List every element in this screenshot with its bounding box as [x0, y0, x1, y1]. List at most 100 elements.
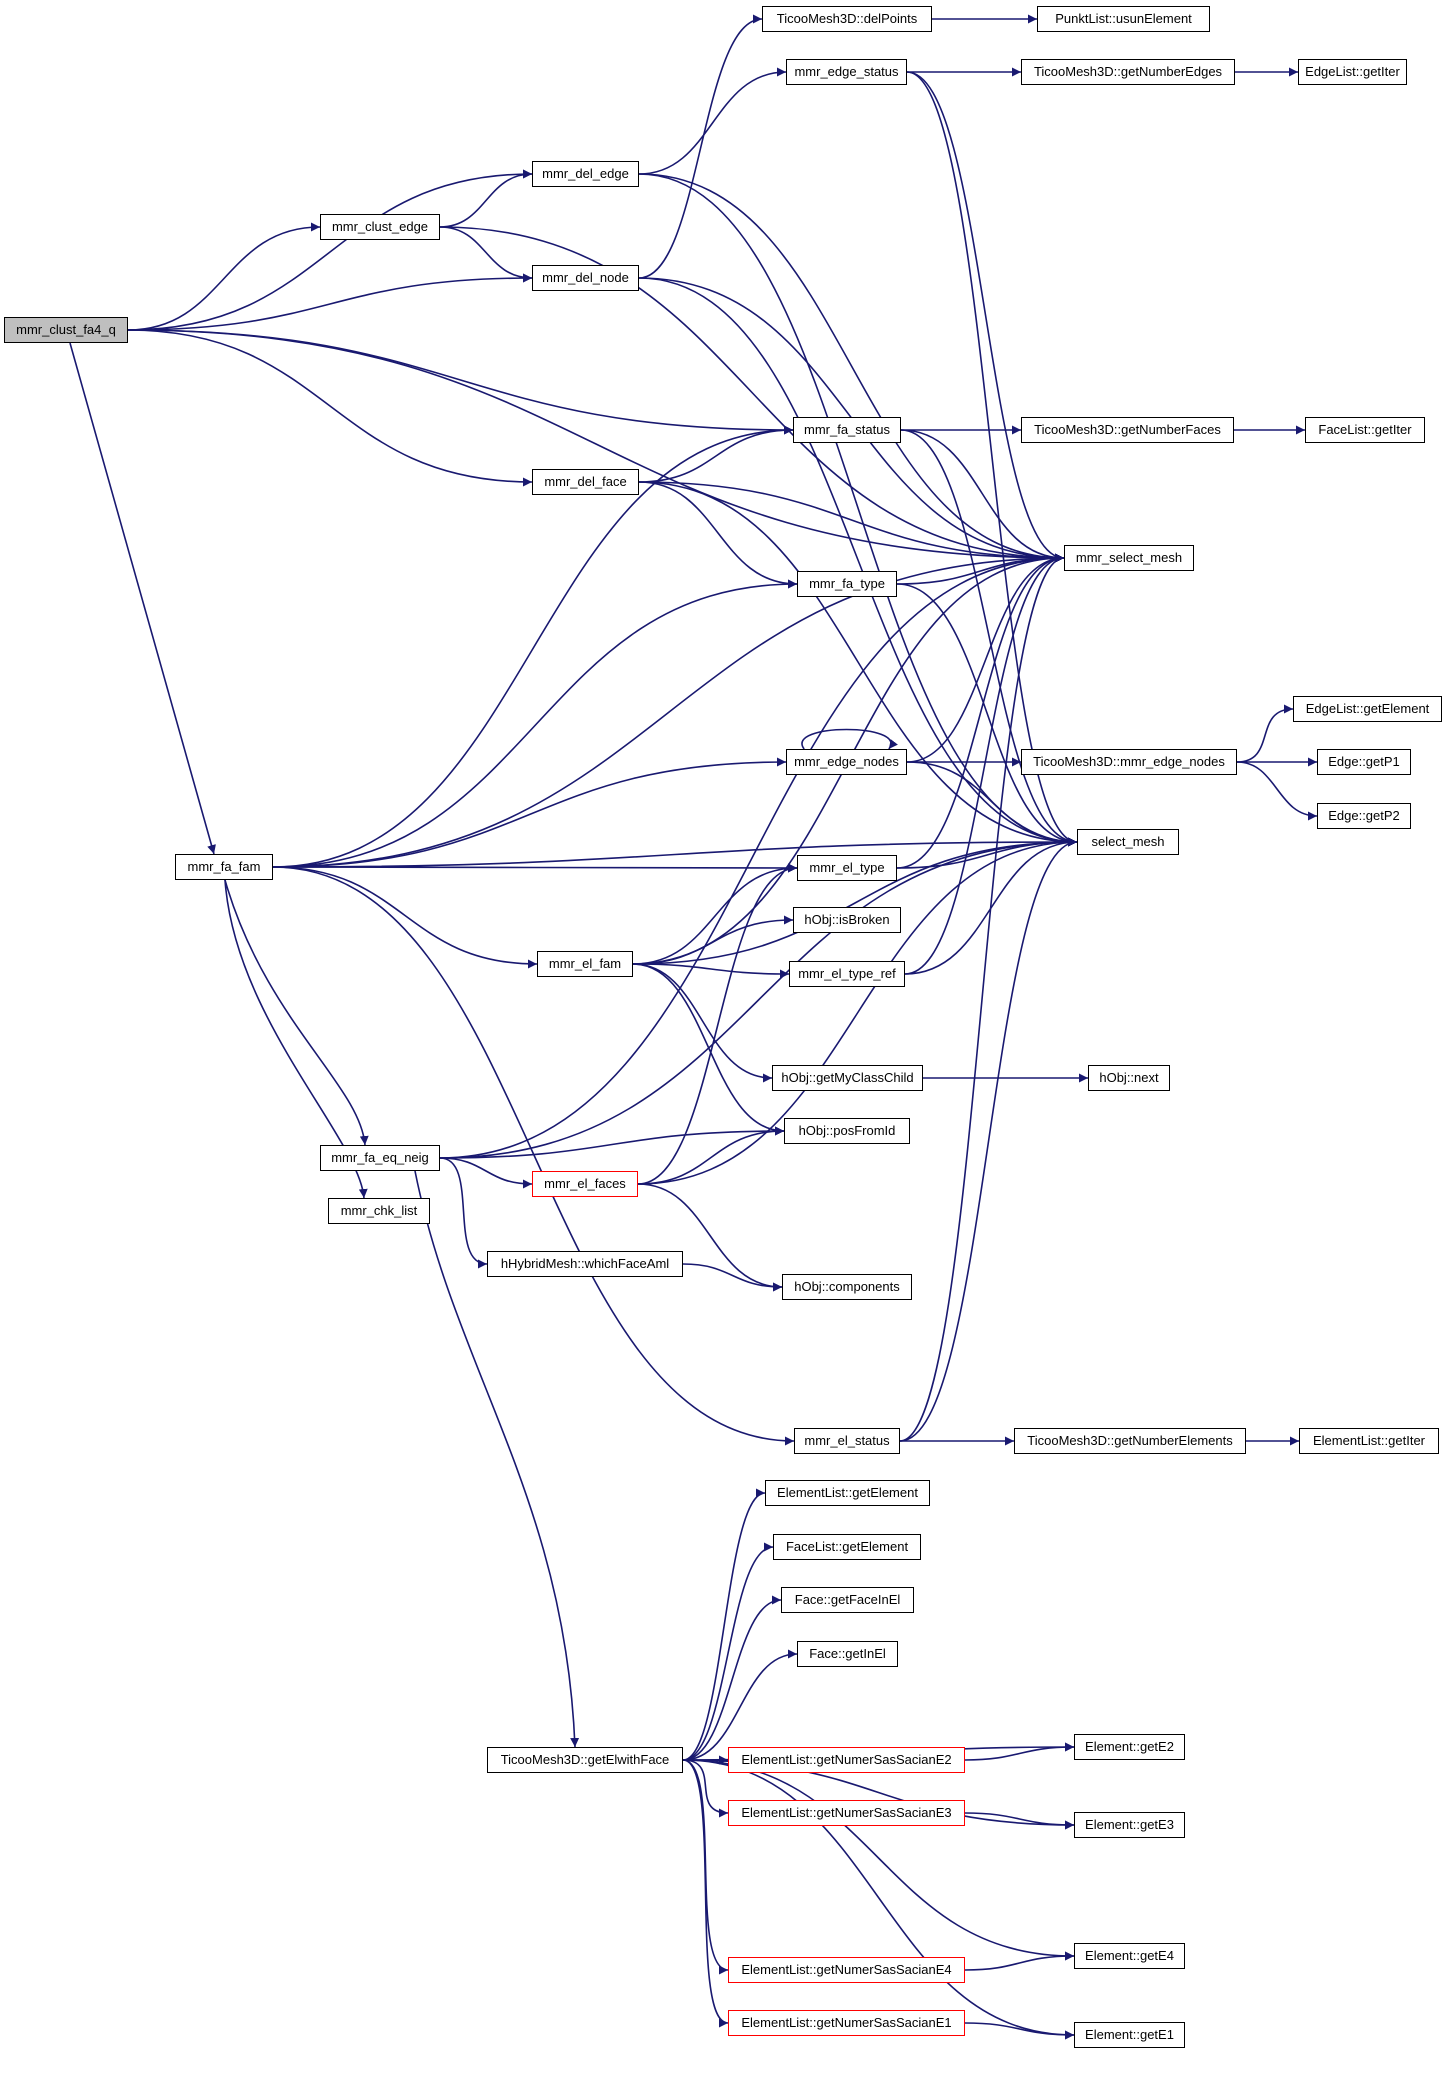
edge-el_status-to-select_mesh — [899, 837, 1078, 1442]
node-facelist-getiter[interactable]: FaceList::getIter — [1305, 417, 1425, 443]
edge-el_type-to-select_mesh_mmr — [896, 553, 1065, 869]
edge-whichFaceAml-to-components — [682, 1263, 783, 1292]
edge-fa_status-to-select_mesh — [900, 429, 1078, 847]
edge-clust_edge-to-del_edge — [439, 169, 533, 228]
node-whichfaceaml[interactable]: hHybridMesh::whichFaceAml — [487, 1251, 683, 1277]
node-del-face[interactable]: mmr_del_face — [532, 469, 639, 495]
edge-fa_eq_neig-to-el_faces — [439, 1157, 533, 1189]
node-clust-edge[interactable]: mmr_clust_edge — [320, 214, 440, 240]
node-sase4[interactable]: ElementList::getNumerSasSacianE4 — [728, 1957, 965, 1983]
edge-fa_fam-to-select_mesh — [272, 837, 1078, 868]
node-gete3[interactable]: Element::getE3 — [1074, 1812, 1185, 1838]
node-el-type-ref[interactable]: mmr_el_type_ref — [789, 961, 905, 987]
edge-el_type_ref-to-select_mesh_mmr — [904, 553, 1065, 975]
edge-getElwithFace-to-ElementList_getElement — [682, 1488, 766, 1761]
edge-el_fam-to-getMyClassChild — [632, 963, 773, 1083]
edge-fa_fam-to-fa_status — [272, 425, 794, 868]
node-components[interactable]: hObj::components — [782, 1274, 912, 1300]
node-chk-list[interactable]: mmr_chk_list — [328, 1198, 430, 1224]
edge-fa_eq_neig-to-getElwithFace — [414, 1170, 580, 1748]
node-clust-fa4[interactable]: mmr_clust_fa4_q — [4, 317, 128, 343]
edge-SasE2-to-getE2 — [964, 1742, 1075, 1761]
node-sase3[interactable]: ElementList::getNumerSasSacianE3 — [728, 1800, 965, 1826]
node-getnumberelements[interactable]: TicooMesh3D::getNumberElements — [1014, 1428, 1246, 1454]
edge-fa_fam-to-el_fam — [272, 866, 538, 969]
edge-edge_status-to-select_mesh — [906, 71, 1078, 847]
node-edgelist-getiter[interactable]: EdgeList::getIter — [1298, 59, 1407, 85]
edge-fa_fam-to-select_mesh_mmr — [272, 553, 1065, 868]
node-el-status[interactable]: mmr_el_status — [794, 1428, 900, 1454]
node-sase2[interactable]: ElementList::getNumerSasSacianE2 — [728, 1747, 965, 1773]
node-getp2[interactable]: Edge::getP2 — [1317, 803, 1411, 829]
node-getp1[interactable]: Edge::getP1 — [1317, 749, 1411, 775]
node-gete4[interactable]: Element::getE4 — [1074, 1943, 1185, 1969]
edge-fa_type-to-select_mesh — [896, 583, 1078, 847]
node-del-edge[interactable]: mmr_del_edge — [532, 161, 639, 187]
edge-clust_fa4-to-fa_fam — [69, 342, 216, 855]
node-getmyclasschild[interactable]: hObj::getMyClassChild — [772, 1065, 923, 1091]
edge-getElwithFace-to-SasE1 — [682, 1759, 729, 2028]
edge-el_fam-to-el_type — [632, 863, 798, 965]
edge-fa_status-to-select_mesh_mmr — [900, 429, 1065, 563]
node-edge-status[interactable]: mmr_edge_status — [786, 59, 907, 85]
node-getnumberfaces[interactable]: TicooMesh3D::getNumberFaces — [1021, 417, 1234, 443]
node-delpoints[interactable]: TicooMesh3D::delPoints — [762, 6, 932, 32]
node-hobj-next[interactable]: hObj::next — [1088, 1065, 1170, 1091]
node-isbroken[interactable]: hObj::isBroken — [793, 907, 901, 933]
node-fa-eq-neig[interactable]: mmr_fa_eq_neig — [320, 1145, 440, 1171]
node-edgelist-getelement[interactable]: EdgeList::getElement — [1293, 696, 1442, 722]
edge-clust_fa4-to-fa_status — [127, 329, 794, 435]
edge-clust_edge-to-select_mesh_mmr — [439, 226, 1065, 563]
edge-el_fam-to-el_type_ref — [632, 963, 790, 979]
node-getinel[interactable]: Face::getInEl — [797, 1641, 898, 1667]
edge-SasE1-to-getE1 — [964, 2022, 1075, 2040]
edge-del_node-to-delPoints — [638, 14, 763, 279]
edge-getElwithFace-to-getInEl — [682, 1649, 798, 1761]
node-getnumberedges[interactable]: TicooMesh3D::getNumberEdges — [1021, 59, 1235, 85]
edge-getElwithFace-to-getFaceInEl — [682, 1595, 782, 1761]
node-fa-status[interactable]: mmr_fa_status — [793, 417, 901, 443]
node-del-node[interactable]: mmr_del_node — [532, 265, 639, 291]
node-select-mesh-mmr[interactable]: mmr_select_mesh — [1064, 545, 1194, 571]
edge-SasE3-to-getE3 — [964, 1812, 1075, 1830]
node-fa-fam[interactable]: mmr_fa_fam — [175, 854, 273, 880]
edge-SasE4-to-getE4 — [964, 1951, 1075, 1971]
node-el-faces[interactable]: mmr_el_faces — [532, 1171, 638, 1197]
edge-del_edge-to-edge_status — [638, 67, 787, 175]
edge-clust_fa4-to-del_edge — [127, 169, 533, 331]
edge-el_faces-to-components — [637, 1183, 783, 1292]
edge-fa_fam-to-fa_eq_neig — [224, 879, 369, 1146]
node-posfromid[interactable]: hObj::posFromId — [784, 1118, 910, 1144]
node-edge-nodes[interactable]: mmr_edge_nodes — [786, 749, 907, 775]
node-elementlist-getelement[interactable]: ElementList::getElement — [765, 1480, 930, 1506]
edge-edge_nodes-to-edge_nodes — [801, 728, 898, 750]
edge-clust_fa4-to-clust_edge — [127, 222, 321, 331]
node-getelwithface[interactable]: TicooMesh3D::getElwithFace — [487, 1747, 683, 1773]
edge-clust_edge-to-del_node — [439, 226, 533, 283]
node-el-fam[interactable]: mmr_el_fam — [537, 951, 633, 977]
edge-del_edge-to-select_mesh_mmr — [638, 173, 1065, 563]
edge-el_faces-to-posFromId — [637, 1126, 785, 1185]
node-gete2[interactable]: Element::getE2 — [1074, 1734, 1185, 1760]
node-elementlist-getiter[interactable]: ElementList::getIter — [1299, 1428, 1439, 1454]
node-getfaceinel[interactable]: Face::getFaceInEl — [781, 1587, 914, 1613]
node-select-mesh[interactable]: select_mesh — [1077, 829, 1179, 855]
edge-fa_fam-to-fa_type — [272, 579, 798, 868]
node-gete1[interactable]: Element::getE1 — [1074, 2022, 1185, 2048]
edge-del_face-to-select_mesh_mmr — [638, 481, 1065, 563]
edge-fa_eq_neig-to-select_mesh — [439, 837, 1078, 1159]
edge-fa_eq_neig-to-whichFaceAml — [439, 1157, 488, 1269]
edge-fa_type-to-select_mesh_mmr — [896, 553, 1065, 585]
edge-clust_fa4-to-del_node — [127, 273, 533, 331]
edge-del_face-to-fa_type — [638, 481, 798, 589]
node-facelist-getelement[interactable]: FaceList::getElement — [773, 1534, 921, 1560]
node-fa-type[interactable]: mmr_fa_type — [797, 571, 897, 597]
node-sase1[interactable]: ElementList::getNumerSasSacianE1 — [728, 2010, 965, 2036]
node-t-edge-nodes[interactable]: TicooMesh3D::mmr_edge_nodes — [1021, 749, 1237, 775]
edge-edge_status-to-select_mesh_mmr — [906, 71, 1065, 563]
node-usunelement[interactable]: PunktList::usunElement — [1037, 6, 1210, 32]
edge-getElwithFace-to-getE4 — [682, 1759, 1075, 1961]
node-el-type[interactable]: mmr_el_type — [797, 855, 897, 881]
